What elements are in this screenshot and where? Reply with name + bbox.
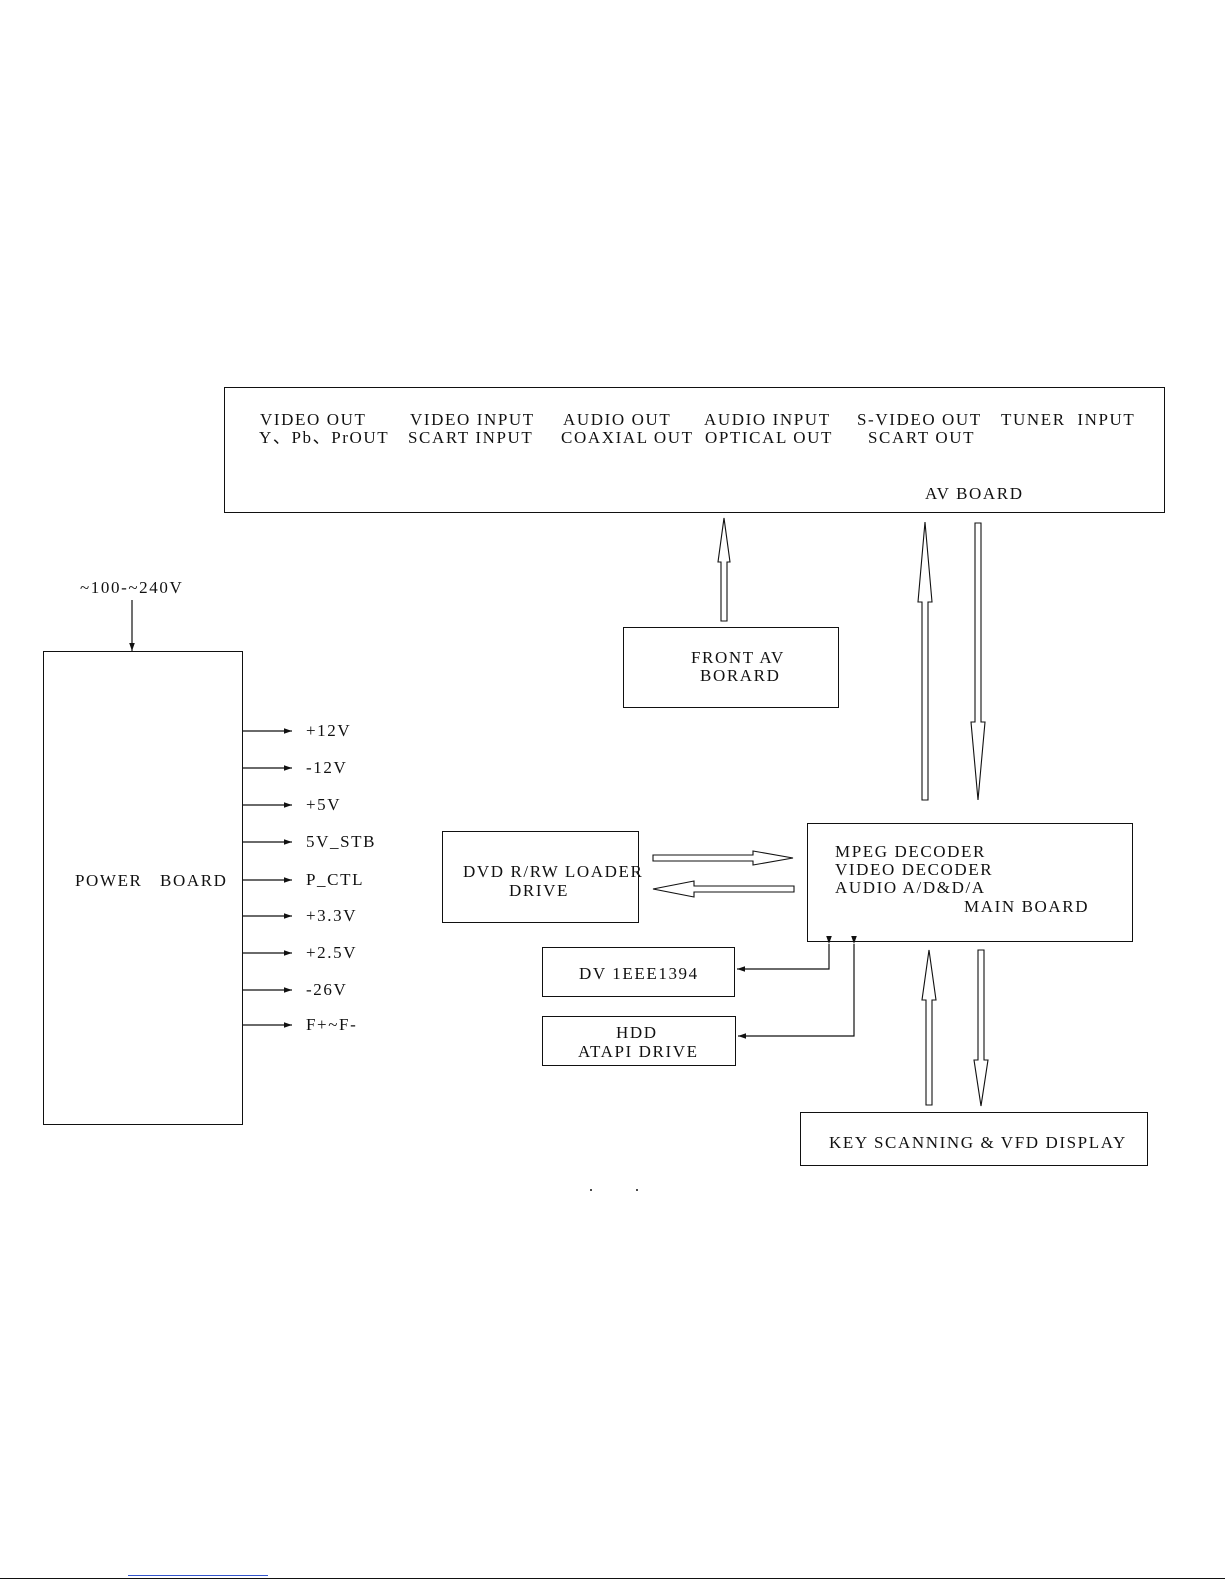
main-board-label: MAIN BOARD: [964, 897, 1090, 916]
key-to-main-arrow: [921, 949, 937, 1106]
av-board-label: AV BOARD: [925, 484, 1024, 503]
av-board-box: [224, 387, 1165, 513]
dv-link-line: [737, 936, 832, 972]
dvd-loader-label-2: DRIVE: [509, 881, 569, 900]
power-output-p-ctl: P_CTL: [306, 870, 365, 889]
av-svideo-out: S-VIDEO OUT: [857, 410, 982, 429]
dv-box: [542, 947, 735, 997]
power-output-5v: +5V: [306, 795, 342, 814]
hdd-label: HDD: [616, 1023, 658, 1042]
av-scart-out: SCART OUT: [868, 428, 976, 447]
main-audio-adda: AUDIO A/D&D/A: [835, 878, 986, 897]
main-video-decoder: VIDEO DECODER: [835, 860, 994, 879]
power-output-12v: +12V: [306, 721, 352, 740]
av-video-input: VIDEO INPUT: [410, 410, 535, 429]
av-optical-out: OPTICAL OUT: [705, 428, 833, 447]
av-video-out: VIDEO OUT: [260, 410, 367, 429]
av-audio-input: AUDIO INPUT: [704, 410, 831, 429]
front-av-label-2: BORARD: [700, 666, 781, 685]
av-audio-out: AUDIO OUT: [563, 410, 672, 429]
main-to-key-arrow: [973, 949, 989, 1107]
front-av-to-av-board-arrow: [717, 517, 731, 622]
power-output-5v-stb: 5V_STB: [306, 832, 377, 851]
av-board-to-main-arrow: [970, 522, 986, 801]
power-output-filament: F+~F-: [306, 1015, 358, 1034]
dv-label: DV 1EEE1394: [579, 964, 699, 983]
main-to-dvd-arrow: [652, 880, 795, 898]
key-scanning-box: [800, 1112, 1148, 1166]
footer-rule: [0, 1578, 1225, 1579]
footer-link-underline[interactable]: [128, 1575, 268, 1576]
av-tuner-input: TUNER INPUT: [1001, 410, 1136, 429]
dvd-loader-box: [442, 831, 639, 923]
hdd-box: [542, 1016, 736, 1066]
power-output-3v3: +3.3V: [306, 906, 358, 925]
stray-dot: [636, 1189, 638, 1191]
dvd-to-main-arrow: [652, 850, 794, 866]
av-ypbpr-out: Y、Pb、PrOUT: [259, 428, 390, 447]
av-scart-input: SCART INPUT: [408, 428, 534, 447]
key-scanning-label: KEY SCANNING & VFD DISPLAY: [829, 1133, 1127, 1152]
hdd-label-2: ATAPI DRIVE: [578, 1042, 699, 1061]
av-coaxial-out: COAXIAL OUT: [561, 428, 694, 447]
front-av-box: [623, 627, 839, 708]
main-board-box: [807, 823, 1133, 942]
hdd-link-line: [738, 936, 857, 1039]
front-av-label: FRONT AV: [691, 648, 785, 667]
power-output-minus12v: -12V: [306, 758, 348, 777]
stray-dot: [590, 1189, 592, 1191]
main-mpeg-decoder: MPEG DECODER: [835, 842, 986, 861]
power-board-box: [43, 651, 243, 1125]
power-board-label: POWER BOARD: [75, 871, 228, 890]
power-output-minus26v: -26V: [306, 980, 348, 999]
power-output-arrows: [243, 728, 292, 1028]
dvd-loader-label: DVD R/RW LOADER: [463, 862, 644, 881]
power-input-label: ~100-~240V: [80, 578, 184, 597]
power-output-2v5: +2.5V: [306, 943, 358, 962]
main-to-av-board-arrow: [917, 521, 933, 801]
